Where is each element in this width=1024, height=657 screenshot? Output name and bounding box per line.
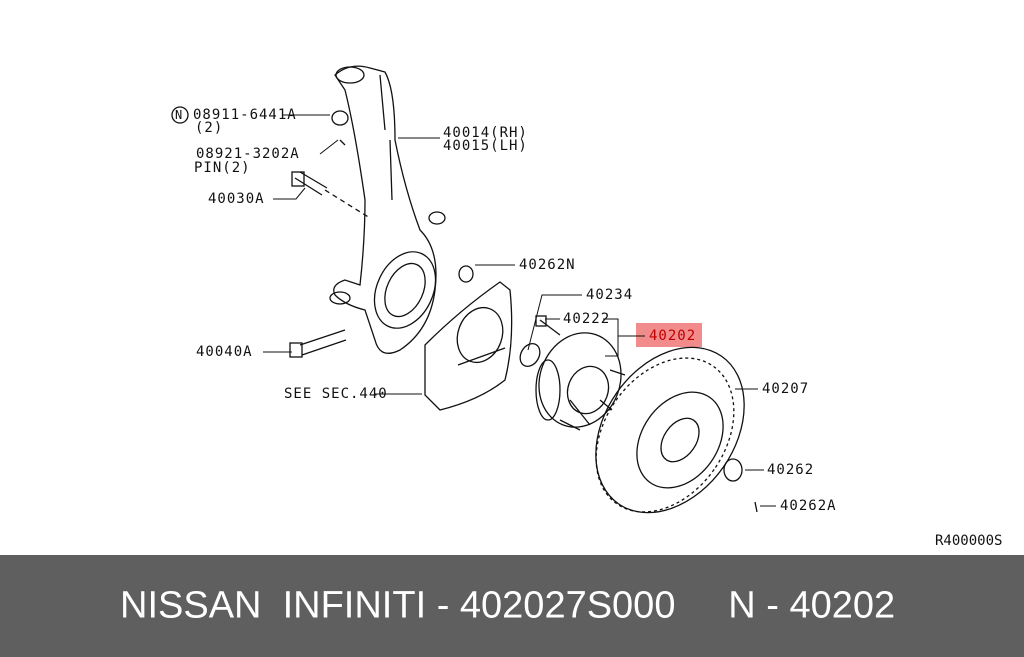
label-see-sec-440: SEE SEC.440 [284,386,388,402]
label-40014-rh: 40014(RH) [443,125,528,141]
label-40234: 40234 [586,287,634,303]
diagram-drawing [171,65,776,514]
label-40040a: 40040A [196,344,253,360]
label-40262: 40262 [767,462,815,478]
n-mark: N [175,108,183,122]
label-40262a: 40262A [780,498,837,514]
highlight-40202 [636,323,702,347]
label-40222: 40222 [563,311,611,327]
n-mark-circle [171,106,189,124]
steering-knuckle [329,65,446,354]
footer-part-title: NISSAN INFINITI - 402027S000 N - 40202 [120,584,896,627]
small-parts [289,110,758,513]
label-nut-qty: (2) [195,120,224,136]
brake-rotor [595,346,745,514]
parts-diagram: N 08911-6441A (2) 08921-3202A PIN(2) 400… [171,65,1003,549]
label-40202[interactable]: 40202 [649,328,697,344]
label-08921-3202a: 08921-3202A [196,146,300,162]
label-40015-lh: 40015(LH) [443,138,528,154]
label-40207: 40207 [762,381,810,397]
label-40030a: 40030A [208,191,265,207]
splash-shield [424,281,513,411]
leader-lines [263,114,776,507]
label-40262n: 40262N [519,257,576,273]
reference-code: R400000S [935,533,1003,549]
footer-bar: NISSAN INFINITI - 402027S000 N - 40202 [0,555,1024,657]
label-08911-6441a: 08911-6441A [193,107,297,123]
hub-assembly [519,315,626,431]
label-pin-qty: PIN(2) [194,160,251,176]
